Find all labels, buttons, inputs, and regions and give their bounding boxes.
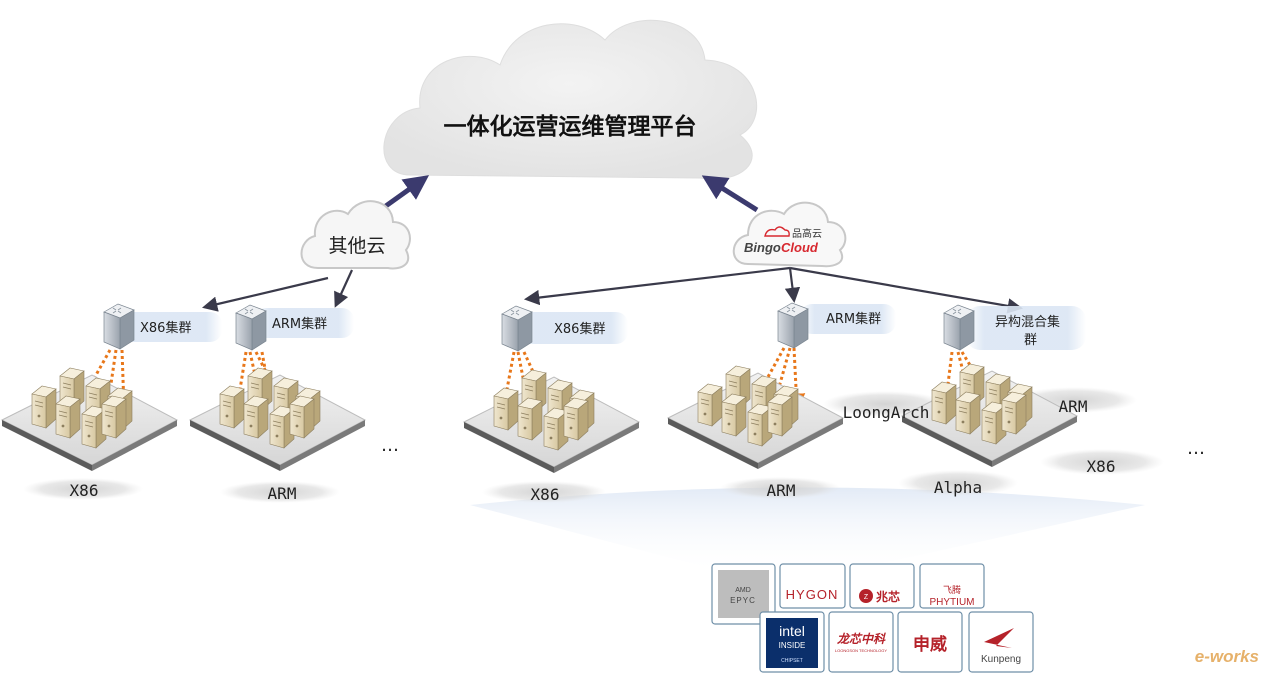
group-label: X86 xyxy=(70,481,99,500)
platform-cloud: 一体化运营运维管理平台 xyxy=(383,19,758,180)
svg-text:LOONGSON TECHNOLOGY: LOONGSON TECHNOLOGY xyxy=(835,648,887,653)
cluster-label: X86集群 xyxy=(554,321,605,337)
group-label-x86: X86 xyxy=(1087,457,1116,476)
edge-other-x86 xyxy=(202,276,329,312)
phytium-logo: 飞腾 PHYTIUM xyxy=(919,563,985,609)
kunpeng-logo: Kunpeng xyxy=(968,611,1034,673)
vendor-logos: AMD EPYC HYGON Z 兆芯 飞腾 PHYTIUM intel INS… xyxy=(711,563,1034,673)
server-group-arm-2: ARM xyxy=(668,366,843,500)
svg-text:CHIPSET: CHIPSET xyxy=(781,658,803,664)
edge-other-arm xyxy=(334,269,354,308)
group-label: X86 xyxy=(531,485,560,504)
other-cloud-label: 其他云 xyxy=(328,235,385,257)
server-group-x86-2: X86 xyxy=(464,370,639,504)
cluster-label-line2: 群 xyxy=(1024,333,1037,348)
svg-text:EPYC: EPYC xyxy=(730,596,756,605)
cluster-x86-1: X86集群 xyxy=(103,303,222,350)
cluster-arm-2: ARM集群 xyxy=(777,302,896,349)
platform-title: 一体化运营运维管理平台 xyxy=(444,113,697,140)
arrow-other-to-platform xyxy=(381,175,430,211)
cluster-label: ARM集群 xyxy=(826,311,881,327)
switch-icon xyxy=(777,302,809,349)
svg-text:兆芯: 兆芯 xyxy=(876,589,900,604)
other-cloud: 其他云 xyxy=(300,200,411,270)
zhaoxin-logo: Z 兆芯 xyxy=(849,563,915,609)
server-group-arm-1: ARM xyxy=(190,368,365,503)
kunpeng-bird-icon xyxy=(984,628,1014,648)
svg-text:Z: Z xyxy=(864,594,869,601)
svg-text:Kunpeng: Kunpeng xyxy=(981,654,1021,665)
svg-text:PHYTIUM: PHYTIUM xyxy=(930,597,975,608)
bingo-cn: 品高云 xyxy=(792,227,822,240)
cluster-x86-2: X86集群 xyxy=(501,305,628,352)
bingo-logo-icon xyxy=(764,226,790,237)
edge-bingo-hetero xyxy=(789,266,1024,314)
svg-text:intel: intel xyxy=(779,623,805,639)
cluster-label-line1: 异构混合集 xyxy=(995,314,1060,330)
cluster-hetero: 异构混合集 群 xyxy=(943,304,1086,351)
group-label-arm: ARM xyxy=(1059,397,1088,416)
switch-icon xyxy=(103,303,135,350)
loongson-logo: 龙芯中科 LOONGSON TECHNOLOGY xyxy=(828,611,894,673)
sunway-logo: 申威 xyxy=(897,611,963,673)
svg-text:飞腾: 飞腾 xyxy=(943,584,961,596)
ellipsis-left: … xyxy=(381,435,399,456)
switch-icon xyxy=(235,304,267,351)
group-label: ARM xyxy=(268,484,297,503)
switch-icon xyxy=(943,304,975,351)
cluster-label: ARM集群 xyxy=(272,316,327,332)
vendor-fan xyxy=(470,487,1145,575)
group-label-alpha: Alpha xyxy=(934,478,982,497)
group-label: ARM xyxy=(767,481,796,500)
intel-logo: intel INSIDE CHIPSET xyxy=(759,611,825,673)
group-label-loongarch: LoongArch xyxy=(843,403,930,422)
server-group-hetero: LoongArch ARM X86 Alpha xyxy=(823,364,1164,497)
bingo-brand-b: Cloud xyxy=(781,240,819,255)
bingo-cloud: 品高云 Bingo Cloud xyxy=(732,201,847,268)
switch-icon xyxy=(501,305,533,352)
server-group-x86-1: X86 xyxy=(2,368,177,500)
cluster-arm-1: ARM集群 xyxy=(235,304,354,351)
bingo-brand-a: Bingo xyxy=(744,240,781,255)
svg-text:INSIDE: INSIDE xyxy=(779,641,806,650)
svg-text:AMD: AMD xyxy=(735,587,751,594)
edge-bingo-x86 xyxy=(523,266,791,306)
eworks-watermark: e-works xyxy=(1195,647,1259,666)
amd-epyc-logo: AMD EPYC xyxy=(711,563,776,625)
svg-text:申威: 申威 xyxy=(913,634,947,655)
edge-bingo-arm xyxy=(784,267,801,304)
svg-text:龙芯中科: 龙芯中科 xyxy=(836,632,886,646)
cluster-label: X86集群 xyxy=(140,320,191,336)
ellipsis-right: … xyxy=(1187,438,1205,459)
arrow-bingo-to-platform xyxy=(701,175,759,213)
svg-text:HYGON: HYGON xyxy=(786,587,839,602)
hygon-logo: HYGON xyxy=(779,563,846,609)
